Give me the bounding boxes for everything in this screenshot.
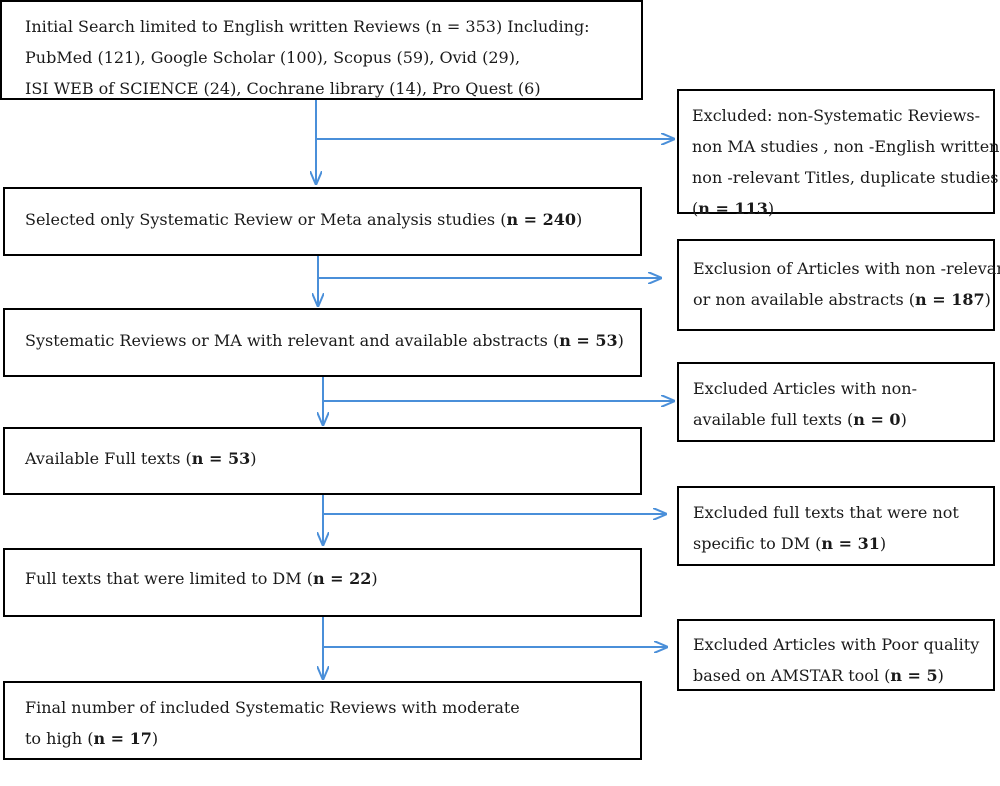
count-value: n = 0 bbox=[853, 410, 901, 429]
selected-sr-ma-box: Selected only Systematic Review or Meta … bbox=[3, 187, 642, 256]
count-value: n = 31 bbox=[821, 534, 880, 553]
dm-limited-box: Full texts that were limited to DM (n = … bbox=[3, 548, 642, 617]
box-text-line: Excluded: non-Systematic Reviews- bbox=[692, 100, 993, 131]
text-segment: Systematic Reviews or MA with relevant a… bbox=[25, 331, 560, 350]
count-value: n = 53 bbox=[191, 449, 251, 468]
text-segment: non MA studies , non -English written, bbox=[692, 137, 1000, 156]
text-segment: Excluded Articles with non- bbox=[693, 379, 917, 398]
text-segment: specific to DM ( bbox=[693, 534, 822, 553]
count-value: n = 113 bbox=[698, 199, 768, 218]
text-segment: Available Full texts ( bbox=[25, 449, 192, 468]
excluded-full-texts-box: Excluded Articles with non-available ful… bbox=[677, 362, 995, 442]
box-text-line: Excluded Articles with non- bbox=[693, 373, 993, 404]
text-segment: ) bbox=[250, 449, 257, 468]
text-segment: or non available abstracts ( bbox=[693, 290, 916, 309]
text-segment: Final number of included Systematic Revi… bbox=[25, 698, 520, 717]
text-segment: Initial Search limited to English writte… bbox=[25, 17, 590, 36]
text-segment: ) bbox=[371, 569, 378, 588]
excluded-poor-quality-box: Excluded Articles with Poor quality based… bbox=[677, 619, 995, 691]
text-segment: ) bbox=[984, 290, 991, 309]
text-segment: Excluded full texts that were not bbox=[693, 503, 959, 522]
box-text-line: available full texts (n = 0) bbox=[693, 404, 993, 435]
box-text-line: specific to DM (n = 31) bbox=[693, 528, 993, 559]
text-segment: PubMed (121), Google Scholar (100), Scop… bbox=[25, 48, 521, 67]
text-segment: based on AMSTAR tool ( bbox=[693, 666, 891, 685]
box-text-line: non -relevant Titles, duplicate studies bbox=[692, 162, 999, 193]
text-segment: ) bbox=[151, 729, 159, 748]
text-segment: ) bbox=[879, 534, 887, 553]
count-value: n = 187 bbox=[915, 290, 985, 309]
text-segment: Full texts that were limited to DM ( bbox=[25, 569, 313, 588]
box-text-line: Excluded Articles with Poor quality bbox=[693, 629, 993, 660]
box-text-line: Systematic Reviews or MA with relevant a… bbox=[25, 325, 640, 356]
box-text-line: Excluded full texts that were not bbox=[693, 497, 993, 528]
box-text-line: Initial Search limited to English writte… bbox=[25, 11, 641, 42]
text-segment: ISI WEB of SCIENCE (24), Cochrane librar… bbox=[25, 79, 541, 98]
text-segment: ( bbox=[692, 199, 699, 218]
count-value: n = 53 bbox=[559, 331, 618, 350]
text-segment: Exclusion of Articles with non -relevant bbox=[693, 259, 1000, 278]
text-segment: ) bbox=[937, 666, 944, 685]
box-text-line: or non available abstracts (n = 187) bbox=[693, 284, 993, 315]
box-text-line: (n = 113) bbox=[692, 193, 993, 224]
initial-search-box: Initial Search limited to English writte… bbox=[0, 0, 643, 100]
text-segment: available full texts ( bbox=[693, 410, 854, 429]
text-segment: to high ( bbox=[25, 729, 94, 748]
box-text-line: Exclusion of Articles with non -relevant bbox=[693, 253, 1000, 284]
text-segment: Selected only Systematic Review or Meta … bbox=[25, 210, 507, 229]
relevant-abstracts-box: Systematic Reviews or MA with relevant a… bbox=[3, 308, 642, 377]
text-segment: non -relevant Titles, duplicate studies bbox=[692, 168, 999, 187]
box-text-line: Full texts that were limited to DM (n = … bbox=[25, 563, 640, 594]
box-text-line: to high (n = 17) bbox=[25, 723, 640, 754]
text-segment: ) bbox=[767, 199, 775, 218]
text-segment: ) bbox=[617, 331, 624, 350]
excluded-abstracts-box: Exclusion of Articles with non -relevant… bbox=[677, 239, 1000, 331]
box-text-line: PubMed (121), Google Scholar (100), Scop… bbox=[25, 42, 641, 73]
box-text-line: ISI WEB of SCIENCE (24), Cochrane librar… bbox=[25, 73, 641, 104]
box-text-line: Final number of included Systematic Revi… bbox=[25, 692, 640, 723]
available-full-texts-box: Available Full texts (n = 53) bbox=[3, 427, 642, 495]
excluded-non-sr-box: Excluded: non-Systematic Reviews-non MA … bbox=[677, 89, 1000, 218]
count-value: n = 5 bbox=[890, 666, 938, 685]
box-text-line: based on AMSTAR tool (n = 5) bbox=[693, 660, 993, 691]
final-included-box: Final number of included Systematic Revi… bbox=[3, 681, 642, 760]
text-segment: Excluded: non-Systematic Reviews- bbox=[692, 106, 981, 125]
text-segment: ) bbox=[900, 410, 907, 429]
text-segment: ) bbox=[576, 210, 583, 229]
text-segment: Excluded Articles with Poor quality bbox=[693, 635, 980, 654]
count-value: n = 17 bbox=[93, 729, 152, 748]
count-value: n = 240 bbox=[506, 210, 577, 229]
excluded-not-dm-box: Excluded full texts that were not specifi… bbox=[677, 486, 995, 566]
box-text-line: Selected only Systematic Review or Meta … bbox=[25, 204, 640, 235]
box-text-line: non MA studies , non -English written, bbox=[692, 131, 1000, 162]
count-value: n = 22 bbox=[312, 569, 372, 588]
box-text-line: Available Full texts (n = 53) bbox=[25, 443, 640, 474]
